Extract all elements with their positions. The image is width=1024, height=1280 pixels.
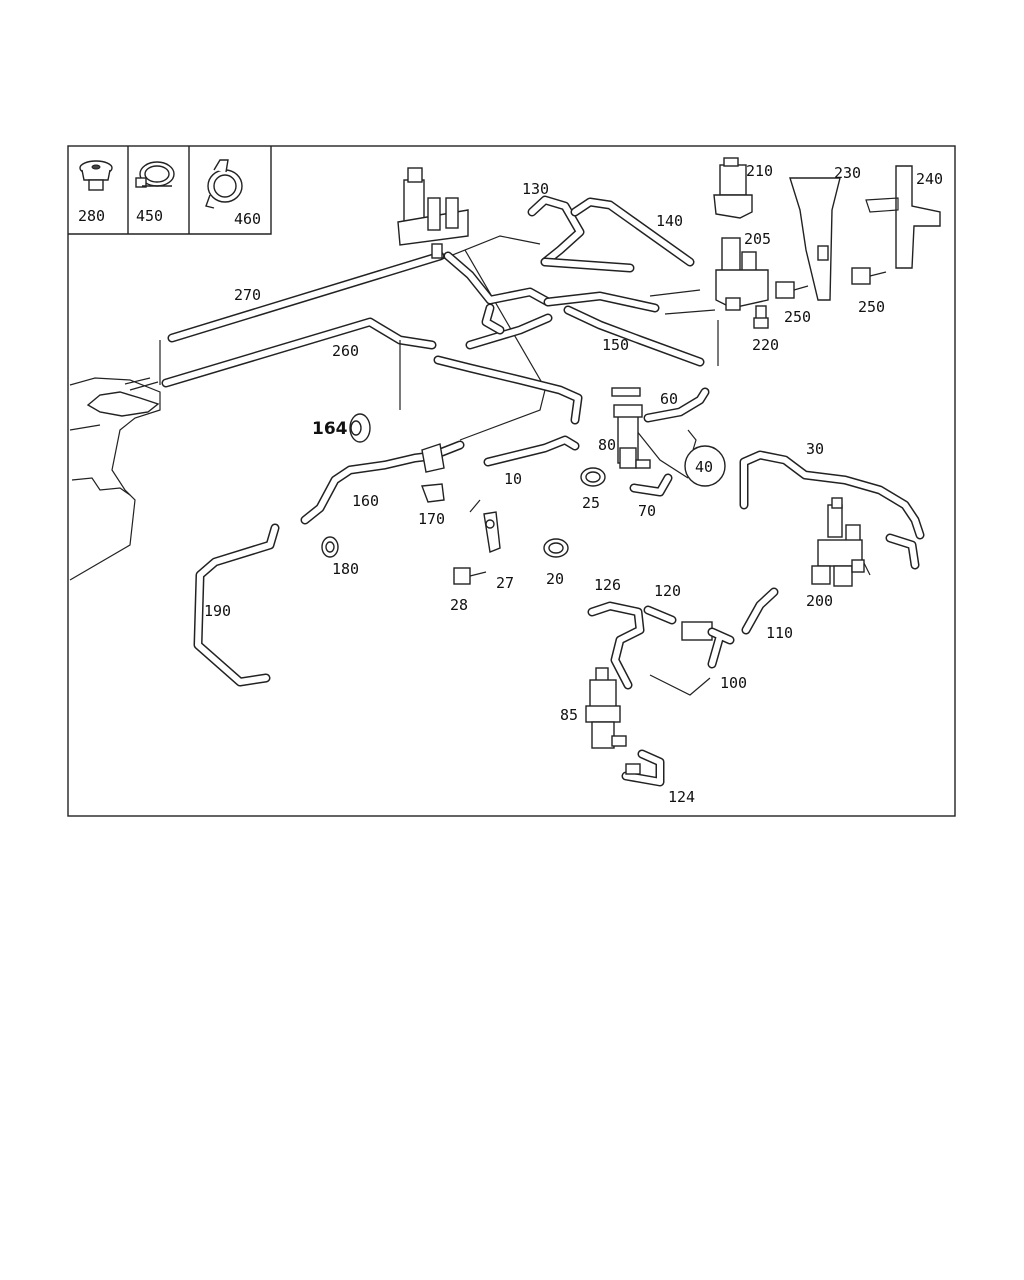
- hose-120: [643, 605, 677, 625]
- label-85: 85: [560, 706, 578, 724]
- valve-200: [811, 497, 865, 587]
- connection-lines: [159, 235, 871, 696]
- hose-126: [587, 601, 645, 690]
- pipe-160: [300, 440, 465, 525]
- spring-clamp-icon: [205, 159, 243, 209]
- label-110: 110: [766, 624, 793, 642]
- hose-70: [629, 473, 673, 497]
- label-20: 20: [546, 570, 564, 588]
- spacer-164: [349, 413, 371, 443]
- label-170: 170: [418, 510, 445, 528]
- hose-110: [741, 587, 779, 635]
- label-200: 200: [806, 592, 833, 610]
- label-190: 190: [204, 602, 231, 620]
- label-27: 27: [496, 574, 514, 592]
- label-124: 124: [668, 788, 695, 806]
- label-164: 164: [312, 419, 348, 439]
- hose-124: [621, 749, 665, 787]
- clamp-25: [580, 467, 606, 487]
- tee-100: [681, 621, 735, 669]
- label-250-a: 250: [784, 308, 811, 326]
- sensor-220: [753, 305, 769, 329]
- label-126: 126: [594, 576, 621, 594]
- main-hose: [433, 355, 583, 425]
- label-120: 120: [654, 582, 681, 600]
- legend-label-460: 460: [234, 210, 261, 228]
- grommet-180: [321, 536, 339, 558]
- label-30: 30: [806, 440, 824, 458]
- label-130: 130: [522, 180, 549, 198]
- valve-205: [715, 237, 769, 311]
- bolt-250-b: [851, 267, 887, 285]
- hose-130: [527, 195, 585, 267]
- label-220: 220: [752, 336, 779, 354]
- callout-circle-40: [684, 445, 726, 487]
- label-80: 80: [598, 436, 616, 454]
- bracket-240: [865, 165, 941, 269]
- label-160: 160: [352, 492, 379, 510]
- label-205: 205: [744, 230, 771, 248]
- bracket-230: [789, 177, 841, 301]
- label-150: 150: [602, 336, 629, 354]
- label-260: 260: [332, 342, 359, 360]
- engine-outline: [69, 377, 161, 581]
- valve-top-center: [397, 167, 469, 259]
- actuator-210: [713, 157, 753, 219]
- legend-label-280: 280: [78, 207, 105, 225]
- filter-80: [611, 387, 651, 469]
- pipe-270: [167, 251, 445, 343]
- hose-60: [643, 387, 710, 423]
- label-230: 230: [834, 164, 861, 182]
- label-40: 40: [695, 458, 713, 476]
- label-25: 25: [582, 494, 600, 512]
- hose-clamp-icon: [135, 161, 175, 188]
- bolt-250-a: [775, 281, 809, 299]
- hose-30: [739, 450, 925, 570]
- label-270: 270: [234, 286, 261, 304]
- pipe-260: [161, 317, 437, 388]
- clip-170: [421, 483, 445, 503]
- label-180: 180: [332, 560, 359, 578]
- label-140: 140: [656, 212, 683, 230]
- hose-10: [483, 435, 580, 467]
- label-100: 100: [720, 674, 747, 692]
- label-28: 28: [450, 596, 468, 614]
- label-240: 240: [916, 170, 943, 188]
- grommet-icon: [79, 160, 113, 191]
- hose-150: [443, 251, 705, 367]
- label-210: 210: [746, 162, 773, 180]
- label-250-b: 250: [858, 298, 885, 316]
- label-10: 10: [504, 470, 522, 488]
- bolt-28: [453, 567, 487, 585]
- label-60: 60: [660, 390, 678, 408]
- diagram-frame: [67, 145, 956, 817]
- hose-140: [540, 197, 695, 273]
- hose-190: [193, 523, 280, 687]
- bracket-27: [483, 511, 501, 553]
- clamp-20: [543, 538, 569, 558]
- legend-box: 280 450 460: [68, 146, 272, 235]
- pump-85: [585, 667, 627, 749]
- label-70: 70: [638, 502, 656, 520]
- legend-label-450: 450: [136, 207, 163, 225]
